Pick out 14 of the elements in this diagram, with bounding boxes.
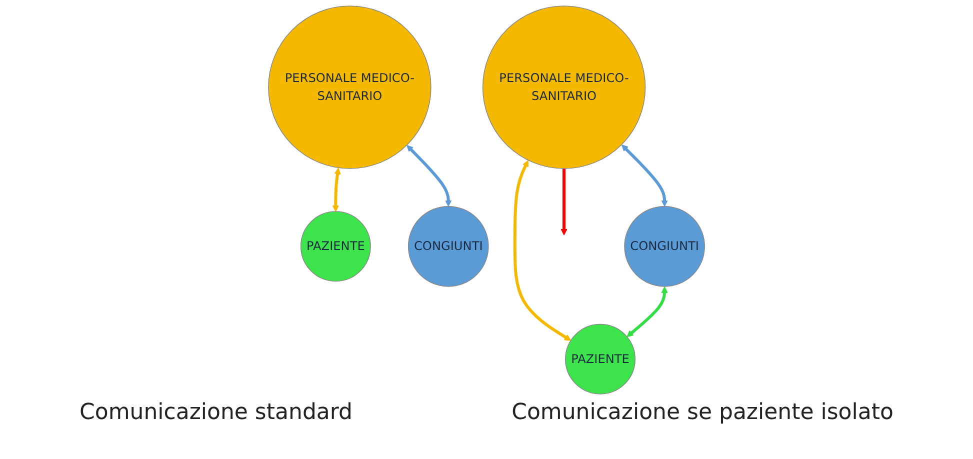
node-circle: CONGIUNTI: [624, 206, 705, 287]
caption: Comunicazione standard: [80, 400, 353, 425]
node-circle: PAZIENTE: [300, 211, 371, 282]
node-circle: PAZIENTE: [564, 324, 636, 394]
caption: Comunicazione se paziente isolato: [512, 400, 894, 425]
arrow: [513, 160, 572, 341]
arrow: [560, 168, 568, 236]
arrow: [621, 144, 668, 207]
arrow: [332, 168, 341, 212]
node-circle: PERSONALE MEDICO-SANITARIO: [268, 6, 432, 169]
node-circle: CONGIUNTI: [408, 206, 489, 287]
arrow: [406, 145, 452, 207]
node-circle: PERSONALE MEDICO-SANITARIO: [482, 6, 646, 169]
arrow: [626, 286, 668, 338]
